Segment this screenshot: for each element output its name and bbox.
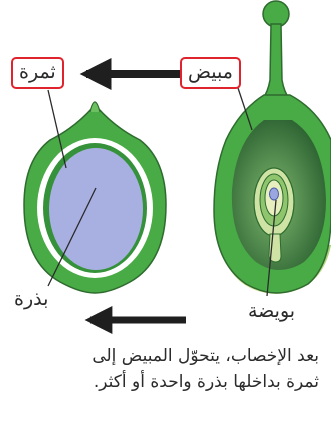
style	[262, 24, 290, 100]
caption-line-1: بعد الإخصاب، يتحوّل المبيض إلى	[19, 343, 319, 369]
seed-label: بذرة	[14, 290, 48, 309]
flower-illustration	[214, 1, 331, 294]
ovule-label: بويضة	[248, 302, 295, 321]
ovary-label: مبيض	[180, 57, 241, 89]
egg-cell	[270, 188, 279, 200]
seed	[49, 148, 143, 270]
caption-line-2: ثمرة بداخلها بذرة واحدة أو أكثر.	[19, 369, 319, 395]
fruit-label: ثمرة	[11, 57, 64, 89]
stigma	[263, 1, 289, 27]
caption: بعد الإخصاب، يتحوّل المبيض إلى ثمرة بداخ…	[19, 343, 319, 395]
fruit-tip	[90, 102, 100, 112]
fruit-illustration	[24, 102, 166, 293]
